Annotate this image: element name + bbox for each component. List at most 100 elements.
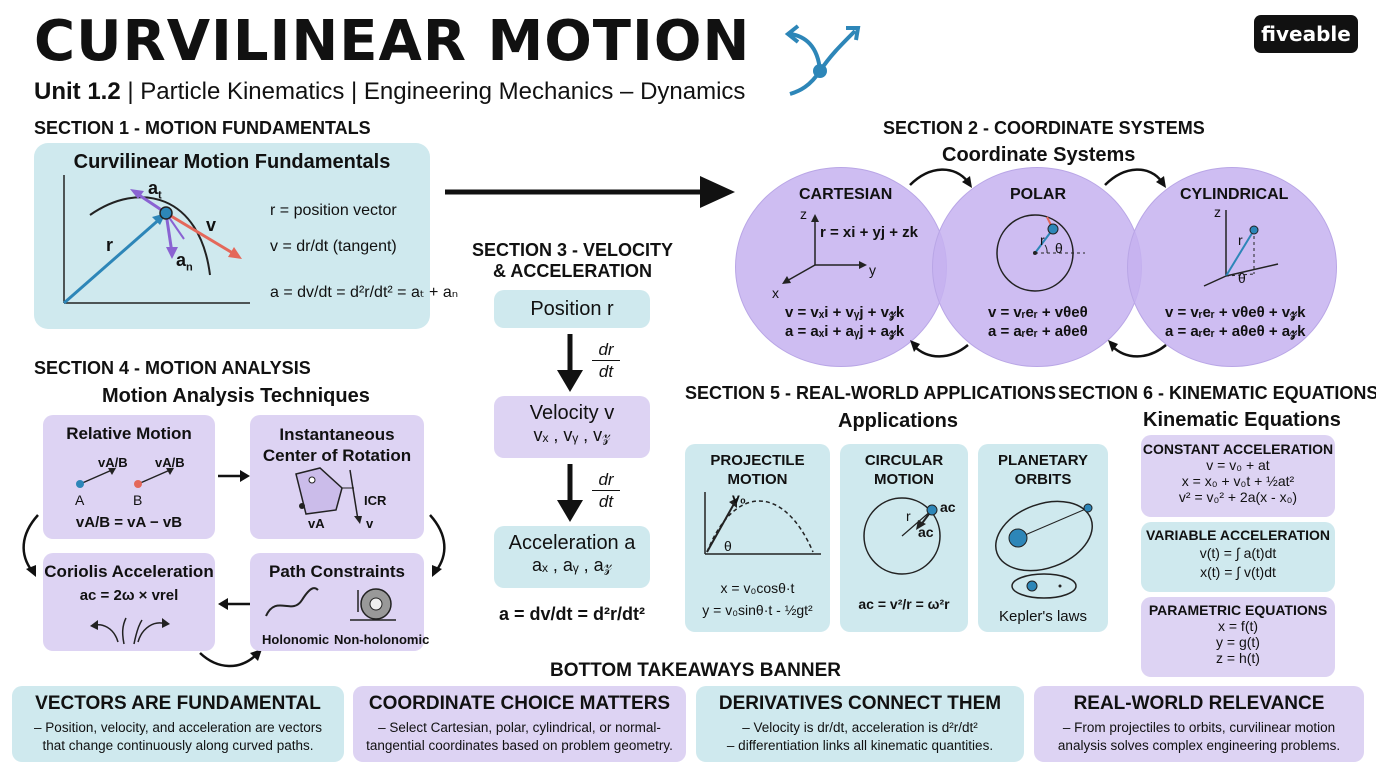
down-arrow-1 (557, 334, 583, 392)
icr-title: Instantaneous Center of Rotation (250, 424, 424, 467)
projectile-eq-x: x = v₀cosθ·t (720, 580, 795, 596)
cartesian-axes-icon (782, 214, 867, 284)
banner-card-coordinates: COORDINATE CHOICE MATTERS – Select Carte… (353, 686, 686, 762)
banner-relevance-line1: – From projectiles to orbits, curvilinea… (1062, 720, 1336, 735)
planetary-title-line2: ORBITS (1014, 470, 1072, 488)
projectile-trajectory-icon (704, 492, 821, 555)
icr-va-label: vA (308, 516, 325, 531)
banner-heading: BOTTOM TAKEAWAYS BANNER (550, 660, 842, 681)
section2-heading: SECTION 2 - COORDINATE SYSTEMS (883, 118, 1205, 138)
cycle-arrows-icon (909, 168, 1167, 358)
kepler-label: Kepler's laws (999, 608, 1087, 625)
parametric-eq-1: x = f(t) (1217, 618, 1259, 634)
relative-motion-title: Relative Motion (66, 424, 192, 443)
derivative-1-top: dr (592, 340, 620, 361)
section3-heading-line2: & ACCELERATION (493, 260, 652, 281)
circular-card: CIRCULAR MOTION (840, 444, 968, 632)
section6-heading: SECTION 6 - KINEMATIC EQUATIONS (1058, 383, 1376, 403)
section4-left-arrow (218, 598, 250, 610)
icr-title-line2: Center of Rotation (262, 446, 412, 466)
derivative-1-bottom: dt (598, 362, 614, 381)
icr-label: ICR (364, 493, 387, 508)
coriolis-title: Coriolis Acceleration (44, 562, 214, 581)
cartesian-velocity-eq: v = vₓi + vᵧj + v𝓏k (785, 304, 905, 321)
r-label: r (106, 235, 114, 255)
parametric-eq-3: z = h(t) (1216, 650, 1260, 666)
parametric-equations-card: PARAMETRIC EQUATIONS x = f(t) y = g(t) z… (1141, 597, 1335, 677)
variable-acceleration-title: VARIABLE ACCELERATION (1145, 527, 1331, 543)
coriolis-eq: ac = 2ω × vrel (79, 587, 179, 604)
unit-label: Unit 1.2 (34, 78, 121, 105)
section4-right-arrow (218, 470, 250, 482)
banner-card-relevance: REAL-WORLD RELEVANCE – From projectiles … (1034, 686, 1364, 762)
circular-r-label: r (906, 508, 911, 524)
page-title: CURVILINEAR MOTION (34, 9, 751, 74)
banner-card-vectors: VECTORS ARE FUNDAMENTAL – Position, velo… (12, 686, 344, 762)
va-label: vA/B (98, 455, 128, 470)
polar-bubble (932, 167, 1142, 367)
section3-equation: a = dv/dt = d²r/dt² (498, 604, 645, 624)
banner-body-coordinates: – Select Cartesian, polar, cylindrical, … (353, 719, 686, 755)
cylindrical-velocity-eq: v = vᵣeᵣ + vθeθ + v𝓏k (1165, 304, 1306, 321)
variable-acceleration-card: VARIABLE ACCELERATION v(t) = ∫ a(t)dt x(… (1141, 522, 1335, 592)
banner-coordinates-line2: tangential coordinates based on problem … (366, 738, 673, 754)
banner-body-relevance: – From projectiles to orbits, curvilinea… (1034, 719, 1364, 755)
brand-logo: fiveable (1254, 15, 1358, 53)
projectile-card: PROJECTILE MOTION (685, 444, 830, 632)
banner-title-vectors: VECTORS ARE FUNDAMENTAL (35, 693, 321, 714)
section2-title: Coordinate Systems (942, 144, 1136, 166)
parametric-eq-2: y = g(t) (1216, 634, 1260, 650)
cylindrical-z-label: z (1214, 204, 1221, 220)
banner-card-derivatives: DERIVATIVES CONNECT THEM – Velocity is d… (696, 686, 1024, 762)
projectile-title: PROJECTILE MOTION (685, 452, 830, 490)
cylindrical-r-label: r (1238, 232, 1243, 248)
cartesian-x-label: x (772, 285, 779, 301)
holonomic-label: Holonomic (262, 632, 330, 647)
rotation-arrows-icon (90, 617, 170, 645)
projectile-title-line1: PROJECTILE (710, 452, 805, 469)
planetary-card: PLANETARY ORBITS (978, 444, 1108, 632)
section4-loop-arrows (22, 514, 446, 668)
non-holonomic-label: Non-holonomic (334, 632, 430, 647)
point-a-label: A (75, 492, 85, 508)
circular-motion-icon (863, 497, 941, 575)
velocity-label: Velocity v (529, 402, 615, 424)
section3-heading-line1: SECTION 3 - VELOCITY (471, 240, 674, 260)
section4-title: Motion Analysis Techniques (102, 385, 370, 407)
derivative-2-bottom: dt (598, 492, 614, 511)
cartesian-bubble (735, 167, 947, 367)
section6-title: Kinematic Equations (1143, 409, 1341, 431)
cylindrical-diagram-icon (1203, 210, 1279, 287)
variable-eq-2: x(t) = ∫ v(t)dt (1200, 564, 1276, 580)
position-vector-diagram (63, 175, 250, 305)
acceleration-label: Acceleration a (508, 532, 636, 554)
planetary-title: PLANETARY ORBITS (978, 452, 1108, 490)
cartesian-position-eq: r = xi + yj + zk (820, 224, 918, 241)
circular-title-line1: CIRCULAR (864, 452, 944, 469)
section3-heading: SECTION 3 - VELOCITY & ACCELERATION (470, 240, 675, 281)
icr-card: Instantaneous Center of Rotation (250, 415, 424, 539)
banner-body-derivatives: – Velocity is dr/dt, acceleration is d²r… (696, 719, 1024, 755)
polar-velocity-eq: v = vᵣeᵣ + vθeθ (988, 304, 1088, 321)
relative-motion-eq: vA/B = vA − vB (75, 514, 183, 531)
acceleration-box: Acceleration a aₓ , aᵧ , a𝓏 (494, 526, 650, 588)
subtitle-rest: | Particle Kinematics | Engineering Mech… (120, 78, 746, 105)
banner-title-relevance: REAL-WORLD RELEVANCE (1073, 693, 1325, 714)
at-label: at (148, 178, 162, 202)
banner-title-coordinates: COORDINATE CHOICE MATTERS (368, 693, 671, 714)
vb-label: vA/B (155, 455, 185, 470)
polar-diagram-icon (996, 214, 1085, 292)
banner-derivatives-line2: – differentiation links all kinematic qu… (726, 738, 994, 754)
wheel-icon (350, 588, 396, 621)
derivative-2-top: dr (592, 470, 620, 491)
circular-ac-label: ac (918, 524, 934, 540)
section1-heading: SECTION 1 - MOTION FUNDAMENTALS (34, 118, 371, 138)
cartesian-z-label: z (800, 206, 807, 222)
section5-title: Applications (838, 410, 959, 432)
banner-coordinates-line1: – Select Cartesian, polar, cylindrical, … (378, 720, 661, 735)
banner-title-derivatives: DERIVATIVES CONNECT THEM (718, 693, 1002, 714)
path-constraints-title: Path Constraints (268, 562, 406, 581)
banner-derivatives-line1: – Velocity is dr/dt, acceleration is d²r… (742, 720, 978, 735)
banner-vectors-line1: – Position, velocity, and acceleration a… (34, 720, 322, 735)
velocity-components: vₓ , vᵧ , v𝓏 (533, 425, 611, 445)
